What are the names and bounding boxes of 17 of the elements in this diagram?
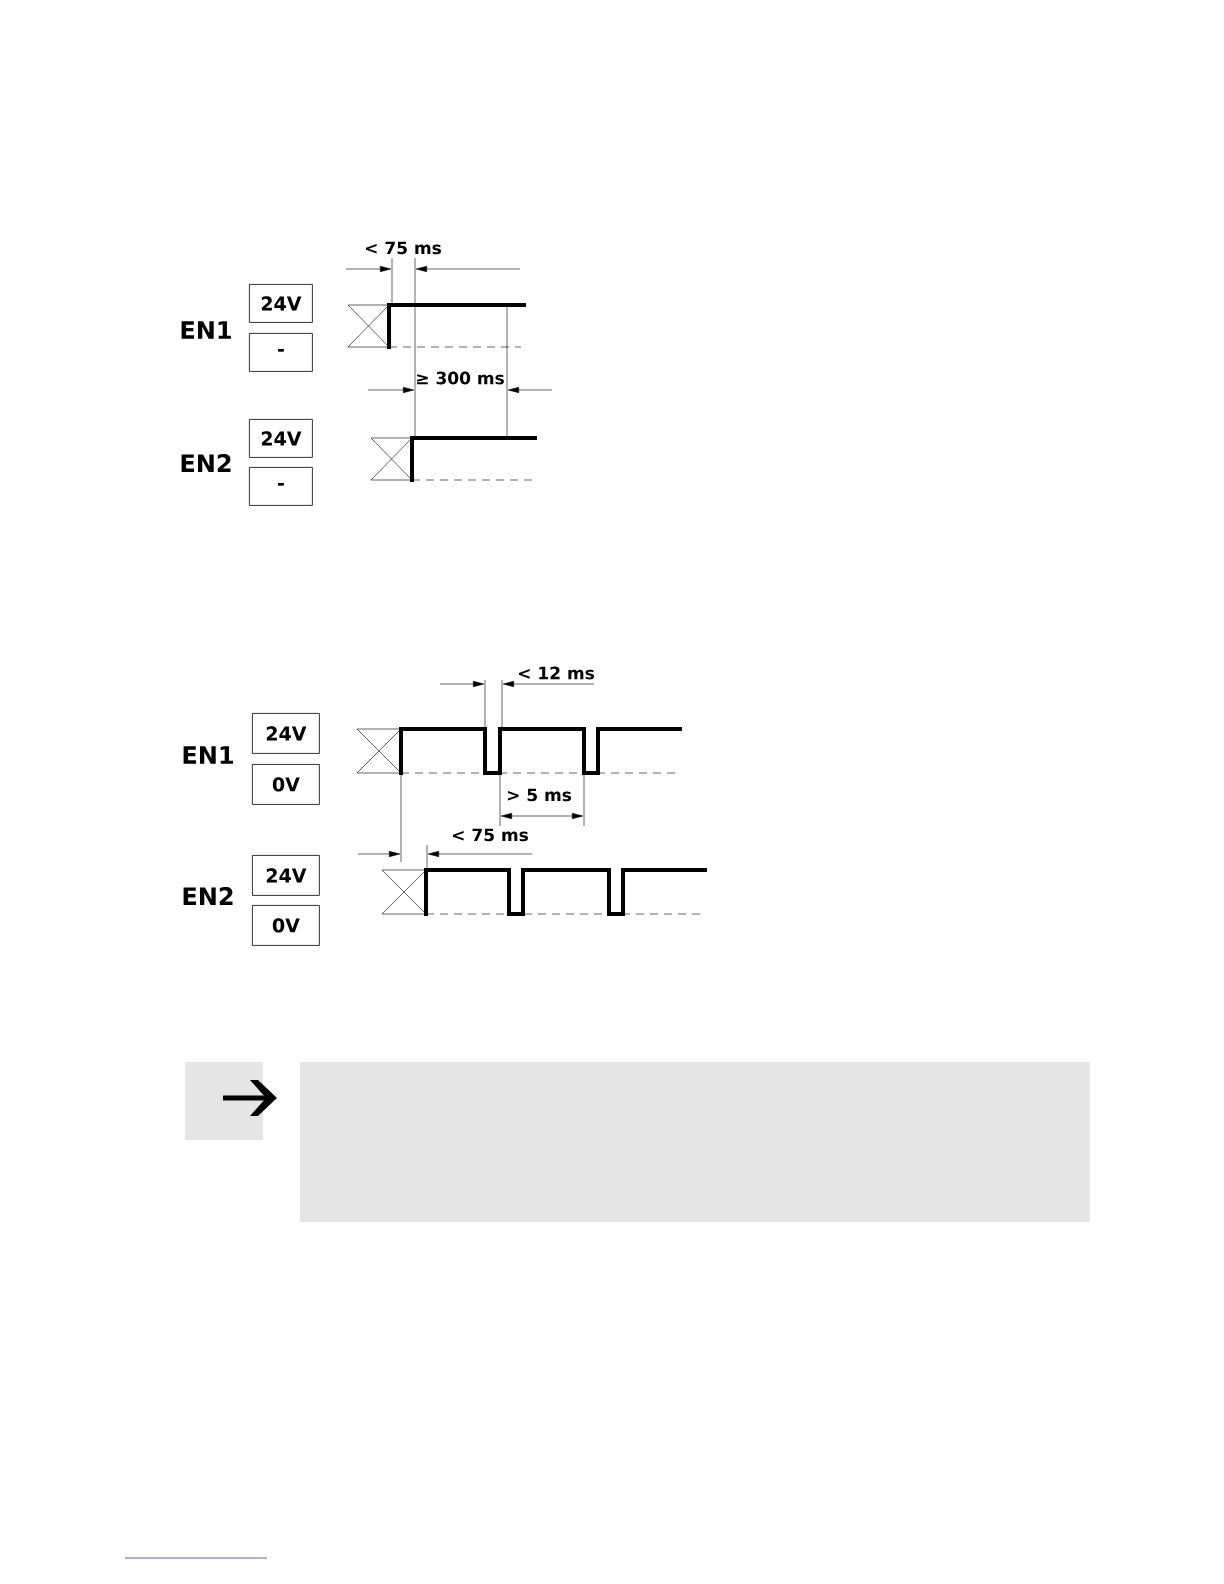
signal-name: EN2 bbox=[181, 454, 231, 472]
dimension-label: ≥ 300 ms bbox=[417, 371, 504, 385]
dimension-label: > 5 ms bbox=[507, 788, 572, 802]
voltage-box: 24V bbox=[249, 284, 313, 323]
dimension-label: < 75 ms bbox=[453, 828, 528, 842]
voltage-box: - bbox=[249, 333, 313, 372]
dimension-label: < 75 ms bbox=[366, 241, 441, 255]
voltage-box: - bbox=[249, 467, 313, 506]
voltage-box: 24V bbox=[252, 713, 320, 754]
signal-name: EN1 bbox=[183, 746, 233, 764]
signal-name: EN2 bbox=[183, 887, 233, 905]
dimension-label: < 12 ms bbox=[519, 666, 594, 680]
voltage-box: 24V bbox=[249, 419, 313, 458]
voltage-box: 24V bbox=[252, 855, 320, 896]
voltage-box: 0V bbox=[252, 764, 320, 805]
voltage-box: 0V bbox=[252, 905, 320, 946]
signal-name: EN1 bbox=[181, 321, 231, 339]
